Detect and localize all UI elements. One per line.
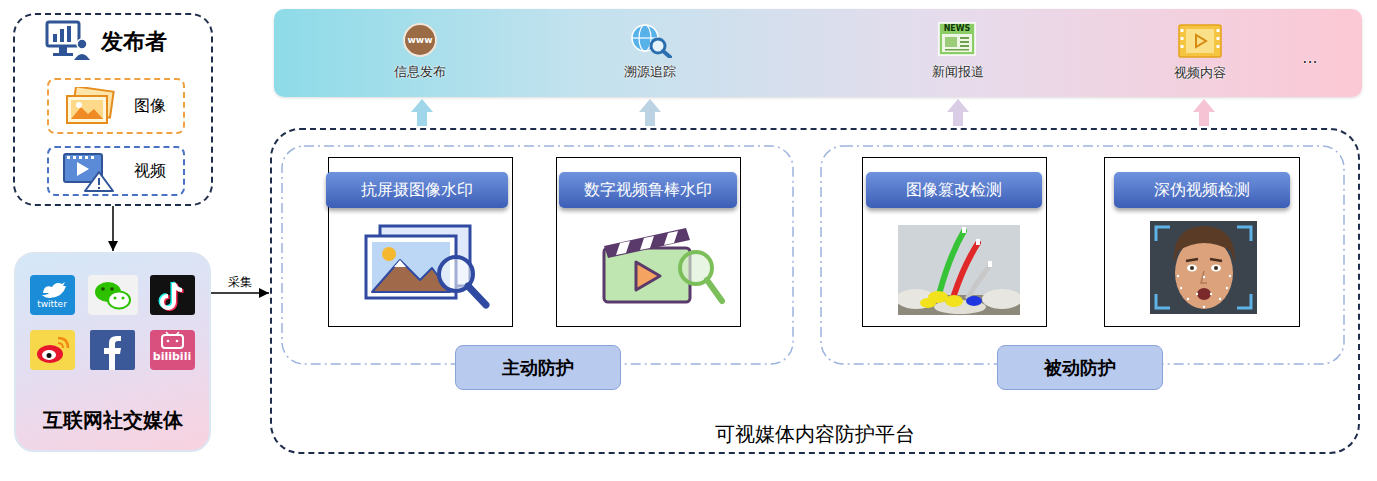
region-border-line	[821, 146, 1344, 364]
application-label: 视频内容	[1174, 65, 1226, 81]
image-watermark-illustration	[366, 226, 486, 305]
image-watermark-illustration	[362, 224, 492, 309]
tampered-photo-illustration	[896, 225, 1022, 315]
flow-arrow	[211, 292, 269, 294]
twitter-logo	[30, 275, 75, 315]
publisher-icon	[45, 20, 90, 60]
card-header: 深伪视频检测	[1114, 172, 1290, 208]
publisher-icon	[47, 22, 90, 60]
media-type-box: 视频	[47, 146, 185, 196]
video-watermark-illustration	[600, 220, 725, 305]
video-watermark-illustration	[604, 228, 722, 302]
bilibili-logo	[150, 330, 195, 370]
tampered-photo-illustration	[898, 225, 1020, 315]
news-icon	[939, 23, 975, 55]
icon-text: www	[408, 35, 433, 46]
card-header: 图像篡改检测	[866, 172, 1042, 208]
application-label: 溯源追踪	[624, 64, 676, 80]
twitter-logo	[30, 275, 75, 315]
application-label: 信息发布	[394, 64, 446, 80]
tiktok-logo	[150, 275, 195, 315]
video-icon	[64, 154, 113, 191]
web-icon	[404, 24, 436, 56]
platform-box: 可视媒体内容防护平台 主动防护 抗屏摄图像水印 数字视频鲁棒水印被动防护 图像篡改检测 深…	[270, 128, 1360, 454]
ellipsis: ...	[1302, 48, 1317, 67]
tiktok-logo	[150, 275, 195, 315]
image-icon	[64, 87, 116, 125]
region-tag: 被动防护	[997, 345, 1163, 390]
logo-text: bilibili	[153, 350, 191, 363]
box-label: 图像	[134, 96, 166, 115]
logo-text: twitter	[37, 299, 67, 310]
video-icon	[62, 150, 114, 192]
image-icon	[67, 86, 114, 123]
region-border-line	[282, 146, 793, 364]
protection-region: 主动防护抗屏摄图像水印数字视频鲁棒水印	[281, 145, 794, 365]
technique-card: 图像篡改检测	[862, 157, 1047, 327]
bilibili-logo	[150, 330, 195, 370]
wechat-logo	[88, 275, 138, 315]
card-header: 数字视频鲁棒水印	[559, 172, 737, 208]
application-band: 信息发布 溯源追踪 新闻报道 视频内容...	[274, 9, 1362, 97]
block-arrow	[411, 99, 433, 126]
media-type-box: 图像	[47, 78, 185, 134]
box-title: 互联网社交媒体	[43, 408, 183, 432]
application-label: 新闻报道	[932, 64, 984, 80]
box-title: 可视媒体内容防护平台	[715, 422, 915, 446]
block-arrow	[947, 99, 969, 126]
weibo-logo	[30, 330, 75, 370]
video-content-icon	[1179, 25, 1221, 57]
wechat-logo	[88, 275, 138, 315]
block-arrow	[1193, 99, 1215, 126]
region-tag: 主动防护	[455, 345, 621, 390]
facebook-logo	[90, 330, 135, 370]
technique-card: 数字视频鲁棒水印	[556, 157, 741, 327]
flow-arrow	[112, 206, 114, 251]
block-arrow	[639, 99, 661, 126]
box-title: 发布者	[101, 29, 167, 55]
protection-region: 被动防护图像篡改检测深伪视频检测	[820, 145, 1345, 365]
card-header: 抗屏摄图像水印	[326, 172, 508, 208]
publisher-box: 发布者图像视频	[13, 13, 213, 206]
facebook-logo	[90, 330, 135, 370]
technique-card: 深伪视频检测	[1104, 157, 1300, 327]
box-label: 视频	[134, 161, 166, 180]
icon-text: NEWS	[944, 24, 971, 34]
deepfake-face-illustration	[1150, 221, 1257, 314]
trace-icon	[628, 22, 672, 58]
trace-icon	[632, 25, 670, 57]
video-content-icon	[1178, 24, 1222, 58]
weibo-logo	[30, 330, 75, 370]
technique-card: 抗屏摄图像水印	[328, 157, 513, 327]
edge-label: 采集	[226, 275, 254, 289]
deepfake-face-illustration	[1150, 221, 1257, 314]
